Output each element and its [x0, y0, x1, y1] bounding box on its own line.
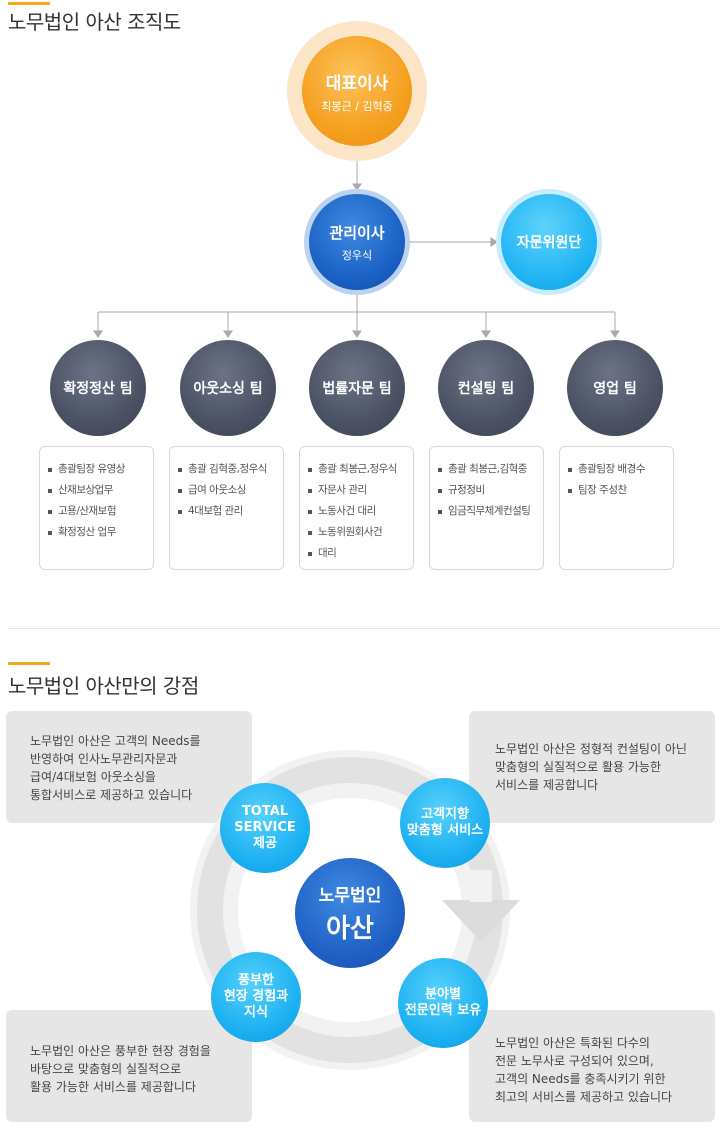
manager-node: 관리이사 정우식 [309, 194, 405, 290]
team-box-legal: 총괄 최봉근,정우식 자문사 관리 노동사건 대리 노동위원회사건 대리 [299, 446, 414, 570]
manager-name: 정우식 [341, 248, 373, 262]
section-accent-bar [8, 662, 50, 665]
ceo-names: 최봉근 / 김혁중 [321, 99, 393, 113]
node-line: TOTAL [241, 804, 289, 819]
list-item: 4대보험 관리 [178, 501, 283, 522]
org-section-title: 노무법인 아산 조직도 [8, 10, 181, 34]
desc-line: 서비스를 제공합니다 [495, 778, 599, 792]
team-node-consulting: 컨설팅 팀 [438, 340, 534, 436]
list-item: 규정정비 [438, 480, 543, 501]
team-name: 확정정산 팀 [63, 381, 133, 397]
strength-node-expert-staff: 분야별 전문인력 보유 [398, 958, 488, 1048]
desc-line: 노무법인 아산은 풍부한 현장 경험을 [30, 1044, 211, 1058]
team-name: 아웃소싱 팀 [193, 381, 263, 397]
team-node-settlement: 확정정산 팀 [50, 340, 146, 436]
desc-line: 고객의 Needs를 충족시키기 위한 [495, 1072, 666, 1086]
list-item: 산재보상업무 [48, 480, 153, 501]
team-node-sales: 영업 팀 [567, 340, 663, 436]
node-line: 풍부한 [238, 973, 274, 988]
list-item: 임금직무체계컨설팅 [438, 501, 543, 522]
desc-line: 급여/4대보험 아웃소싱을 [30, 770, 156, 784]
desc-line: 전문 노무사로 구성되어 있으며, [495, 1054, 654, 1068]
manager-title: 관리이사 [329, 223, 385, 242]
team-name: 컨설팅 팀 [457, 381, 515, 397]
node-line: SERVICE [234, 820, 296, 835]
strengths-section-title: 노무법인 아산만의 강점 [8, 674, 199, 698]
list-item: 총괄 최봉근,정우식 [308, 459, 413, 480]
desc-line: 노무법인 아산은 특화된 다수의 [495, 1036, 650, 1050]
list-item: 총괄팀장 유영상 [48, 459, 153, 480]
team-box-consulting: 총괄 최봉근,김혁중 규정정비 임금직무체계컨설팅 [429, 446, 544, 570]
node-line: 전문인력 보유 [404, 1003, 482, 1018]
desc-line: 바탕으로 맞춤형의 실질적으로 [30, 1062, 182, 1076]
section-accent-bar [8, 2, 50, 5]
list-item: 총괄 최봉근,김혁중 [438, 459, 543, 480]
team-node-outsourcing: 아웃소싱 팀 [180, 340, 276, 436]
team-box-outsourcing: 총괄 김혁중,정우식 급여 아웃소싱 4대보험 관리 [169, 446, 284, 570]
desc-line: 노무법인 아산은 정형적 컨설팅이 아닌 [495, 742, 687, 756]
team-box-settlement: 총괄팀장 유영상 산재보상업무 고용/산재보험 확정정산 업무 [39, 446, 154, 570]
node-line: 분야별 [425, 987, 461, 1002]
list-item: 총괄 김혁중,정우식 [178, 459, 283, 480]
node-line: 지식 [244, 1005, 268, 1020]
org-connectors [93, 161, 620, 338]
ceo-title: 대표이사 [325, 73, 389, 94]
desc-line: 반영하여 인사노무관리자문과 [30, 752, 178, 766]
list-item: 노동위원회사건 [308, 522, 413, 543]
list-item: 대리 [308, 543, 413, 564]
list-item: 총괄팀장 배경수 [568, 459, 673, 480]
team-name: 영업 팀 [593, 381, 637, 397]
section-divider [8, 628, 720, 629]
team-name: 법률자문 팀 [322, 381, 392, 397]
desc-line: 맞춤형의 실질적으로 활용 가능한 [495, 760, 662, 774]
list-item: 자문사 관리 [308, 480, 413, 501]
desc-box-bottom-left: 노무법인 아산은 풍부한 현장 경험을 바탕으로 맞춤형의 실질적으로 활용 가… [6, 1010, 252, 1122]
node-line: 고객지향 [421, 807, 469, 822]
desc-line: 통합서비스로 제공하고 있습니다 [30, 788, 193, 802]
team-box-sales: 총괄팀장 배경수 팀장 주성찬 [559, 446, 674, 570]
list-item: 노동사건 대리 [308, 501, 413, 522]
desc-line: 활용 가능한 서비스를 제공합니다 [30, 1080, 197, 1094]
desc-box-bottom-right: 노무법인 아산은 특화된 다수의 전문 노무사로 구성되어 있으며, 고객의 N… [469, 1010, 715, 1122]
node-line: 맞춤형 서비스 [406, 823, 484, 838]
list-item: 고용/산재보험 [48, 501, 153, 522]
desc-box-top-right: 노무법인 아산은 정형적 컨설팅이 아닌 맞춤형의 실질적으로 활용 가능한 서… [469, 711, 715, 823]
desc-line: 최고의 서비스를 제공하고 있습니다 [495, 1090, 673, 1104]
center-line2: 아산 [326, 914, 374, 944]
ceo-node: 대표이사 최봉근 / 김혁중 [302, 36, 412, 146]
node-line: 현장 경험과 [223, 989, 289, 1004]
center-node: 노무법인 아산 [295, 858, 405, 968]
list-item: 급여 아웃소싱 [178, 480, 283, 501]
advisory-title: 자문위원단 [516, 235, 582, 251]
node-line: 제공 [253, 836, 277, 851]
strength-node-total-service: TOTAL SERVICE 제공 [220, 783, 310, 873]
desc-line: 노무법인 아산은 고객의 Needs를 [30, 734, 201, 748]
advisory-node: 자문위원단 [501, 194, 597, 290]
team-node-legal: 법률자문 팀 [309, 340, 405, 436]
list-item: 팀장 주성찬 [568, 480, 673, 501]
center-line1: 노무법인 [318, 886, 382, 906]
desc-box-top-left: 노무법인 아산은 고객의 Needs를 반영하여 인사노무관리자문과 급여/4대… [6, 711, 252, 823]
strength-node-field-experience: 풍부한 현장 경험과 지식 [211, 952, 301, 1042]
list-item: 확정정산 업무 [48, 522, 153, 543]
strength-node-custom-service: 고객지향 맞춤형 서비스 [400, 778, 490, 868]
